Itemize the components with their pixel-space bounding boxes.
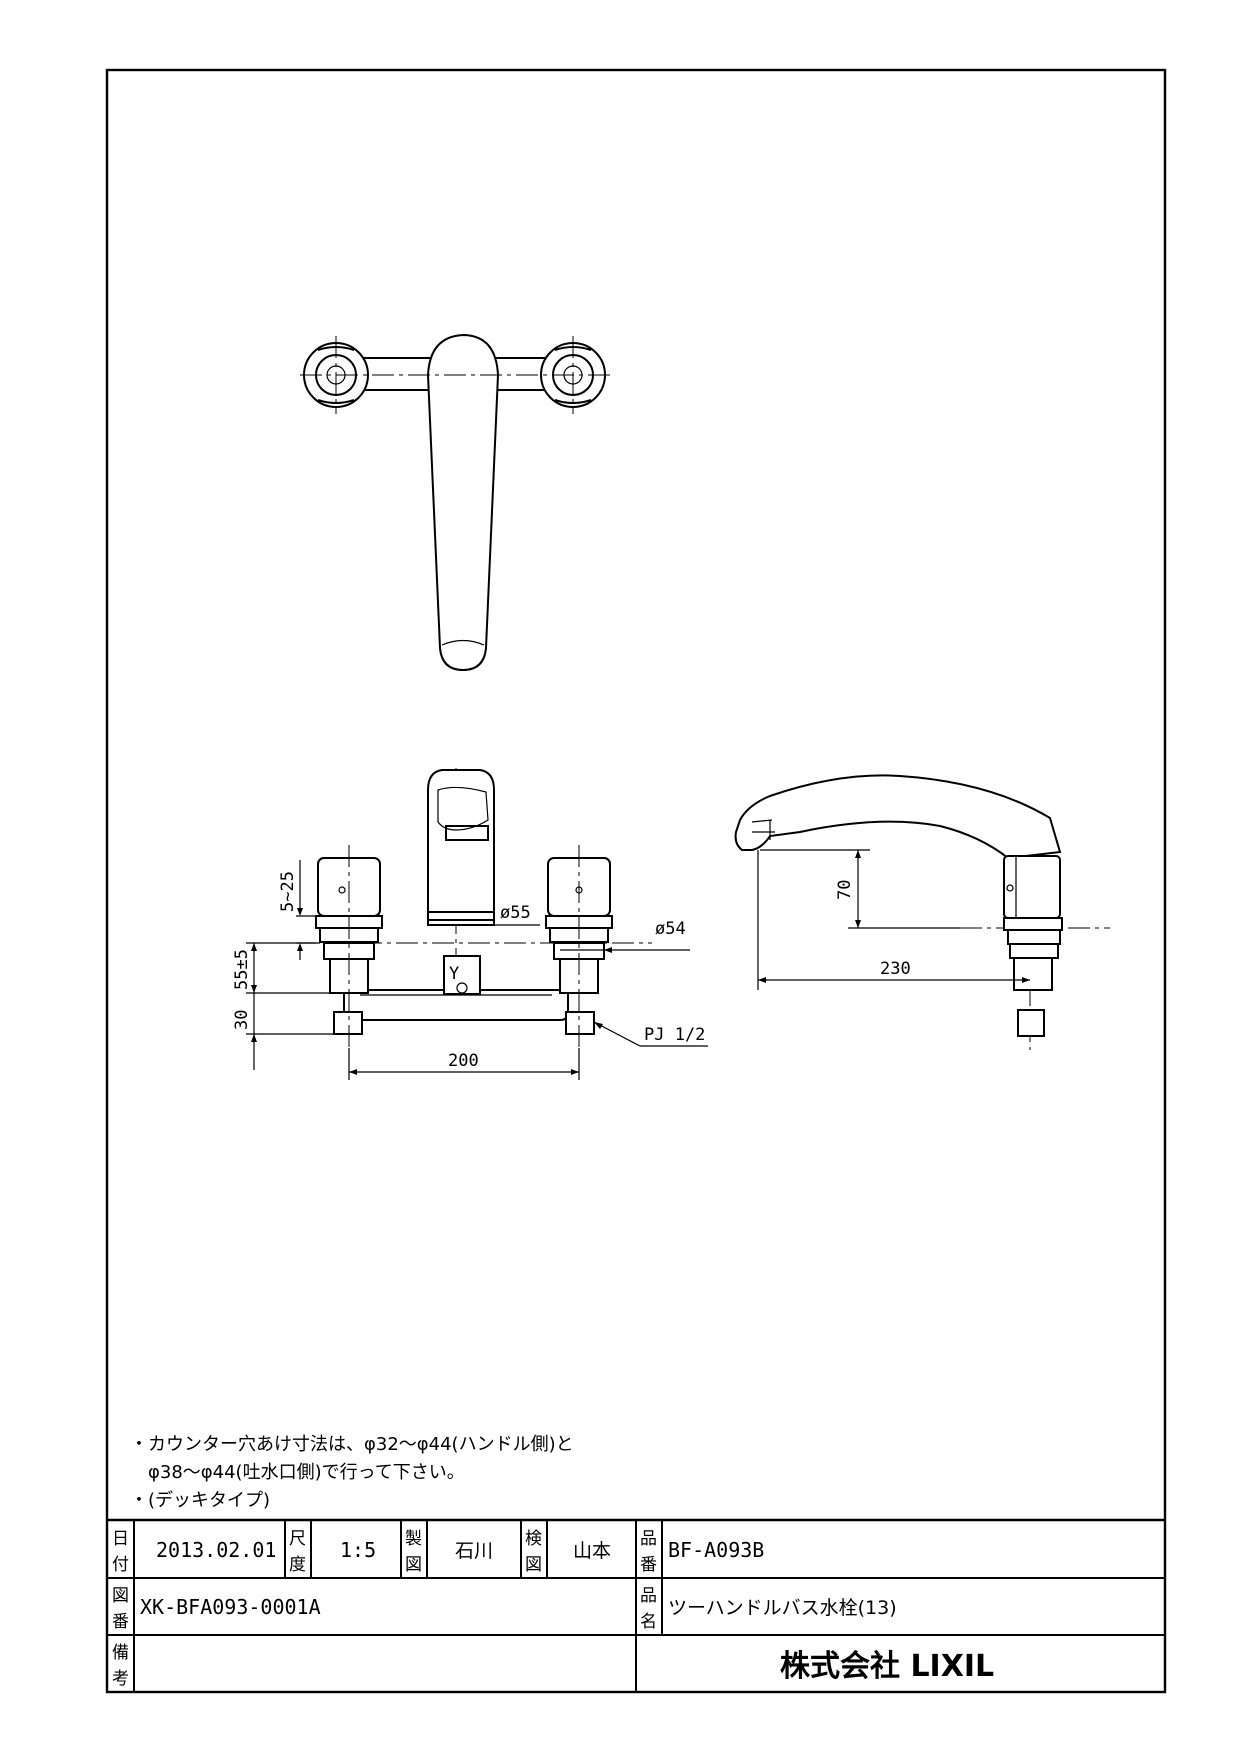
- tb-drawing-no-label-2: 番: [112, 1612, 129, 1632]
- note-line-3: ・(デッキタイプ): [130, 1490, 270, 1511]
- dim-230: 230: [880, 959, 911, 979]
- tb-date-label-2: 付: [112, 1555, 129, 1575]
- tb-scale-value: 1:5: [340, 1538, 376, 1562]
- dim-55-5: 55±5: [232, 949, 252, 990]
- tb-part-no-value: BF-A093B: [668, 1538, 764, 1562]
- tb-drafter-label-2: 図: [405, 1555, 422, 1575]
- tb-scale-label-1: 尺: [289, 1529, 306, 1549]
- tb-part-name-label-1: 品: [640, 1586, 657, 1606]
- tb-date-value: 2013.02.01: [156, 1538, 276, 1562]
- front-view: Y 5~25 55±5: [232, 768, 708, 1080]
- svg-text:Y: Y: [449, 964, 459, 984]
- tb-remarks-label-2: 考: [112, 1669, 129, 1689]
- tb-checker-label-2: 図: [525, 1555, 542, 1575]
- dim-5-25: 5~25: [278, 871, 298, 912]
- tb-part-no-label-1: 品: [640, 1529, 657, 1549]
- note-line-2: φ38～φ44(吐水口側)で行って下さい。: [148, 1462, 465, 1483]
- dim-phi54: ø54: [655, 919, 686, 939]
- company-logo: 株式会社 LIXIL: [780, 1649, 994, 1684]
- note-line-1: ・カウンター穴あけ寸法は、φ32～φ44(ハンドル側)と: [130, 1434, 574, 1455]
- tb-drawing-no-value: XK-BFA093-0001A: [140, 1595, 321, 1619]
- tb-checker-value: 山本: [573, 1540, 611, 1562]
- notes: ・カウンター穴あけ寸法は、φ32～φ44(ハンドル側)と φ38～φ44(吐水口…: [130, 1434, 574, 1511]
- tb-scale-label-2: 度: [289, 1555, 306, 1575]
- tb-drafter-value: 石川: [455, 1540, 493, 1562]
- dim-phi55: ø55: [500, 903, 531, 923]
- tb-part-name-value: ツーハンドルバス水栓(13): [668, 1597, 897, 1619]
- tb-remarks-label-1: 備: [112, 1643, 129, 1663]
- dim-30: 30: [232, 1010, 252, 1030]
- side-view: 70 230: [734, 774, 1110, 1050]
- tb-checker-label-1: 検: [525, 1529, 542, 1549]
- tb-part-name-label-2: 名: [640, 1612, 657, 1632]
- title-block: 日 付 2013.02.01 尺 度 1:5 製 図 石川 検 図 山本 品 番…: [107, 1518, 1165, 1692]
- dim-pj-1-2: PJ 1/2: [644, 1025, 705, 1045]
- dim-200: 200: [448, 1051, 479, 1071]
- tb-date-label-1: 日: [112, 1529, 129, 1549]
- top-view: [300, 333, 614, 672]
- tb-drafter-label-1: 製: [405, 1529, 422, 1549]
- tb-part-no-label-2: 番: [640, 1555, 657, 1575]
- dim-70: 70: [835, 880, 855, 900]
- tb-drawing-no-label-1: 図: [112, 1586, 129, 1606]
